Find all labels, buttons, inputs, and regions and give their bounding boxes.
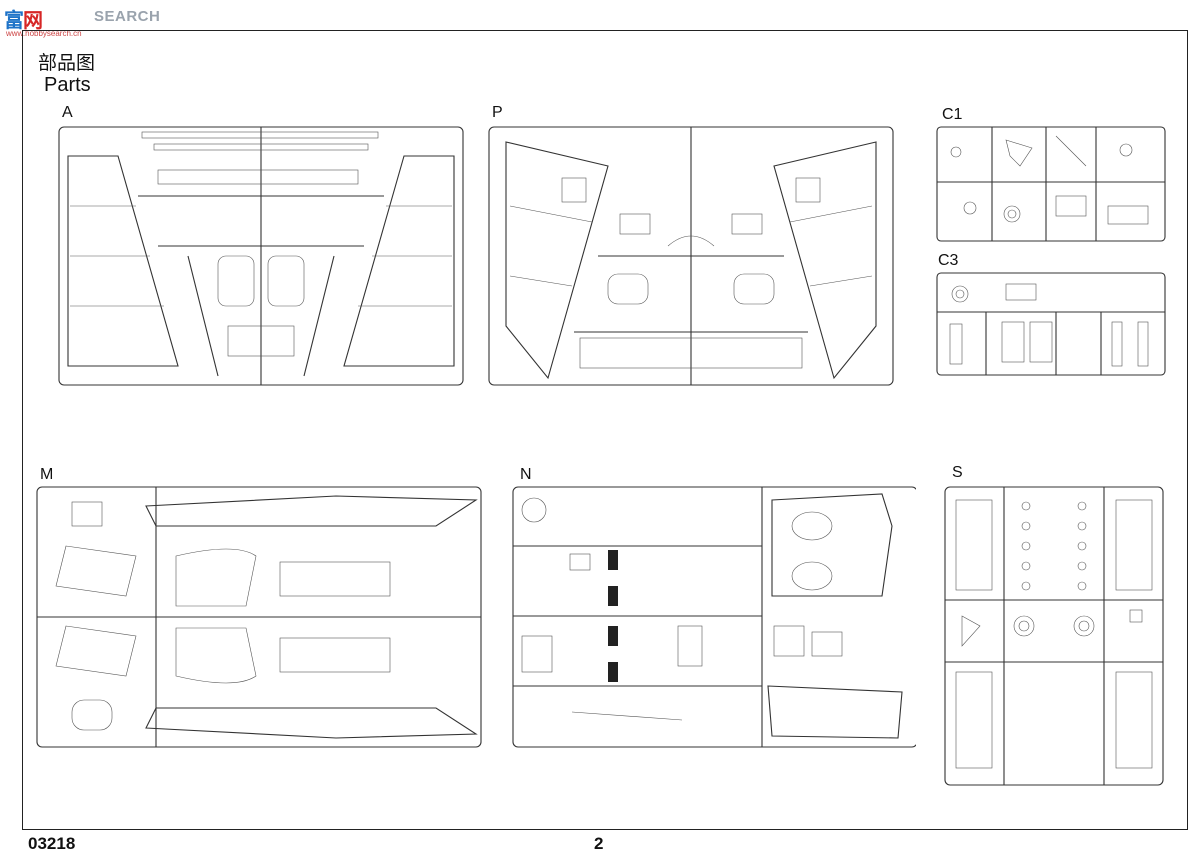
sprue-c1-drawing [936, 126, 1166, 242]
page-title-en: Parts [44, 74, 91, 96]
watermark: 富网 SEARCH www.hobbysearch.cn [4, 4, 174, 38]
sprue-label-c1: C1 [942, 106, 963, 123]
sprue-a-drawing [58, 126, 464, 386]
sprue-label-p: P [492, 104, 503, 121]
sprue-label-c3: C3 [938, 252, 959, 269]
watermark-logo: 富网 [4, 8, 43, 32]
page-title-cn: 部品图 [38, 52, 96, 74]
sprue-s-drawing [944, 486, 1164, 786]
sprue-c3-drawing [936, 272, 1166, 376]
footer-product-code: 03218 [28, 834, 76, 853]
sprue-label-m: M [40, 466, 54, 483]
sprue-label-n: N [520, 466, 532, 483]
sprue-label-a: A [62, 104, 73, 121]
sprue-p-drawing [488, 126, 894, 386]
sprue-m-drawing [36, 486, 482, 748]
watermark-text: SEARCH [94, 8, 161, 25]
sprue-label-s: S [952, 464, 963, 481]
footer-page-number: 2 [594, 834, 604, 853]
page-frame [22, 30, 1188, 830]
sprue-n-drawing [512, 486, 916, 748]
watermark-url: www.hobbysearch.cn [6, 29, 82, 38]
